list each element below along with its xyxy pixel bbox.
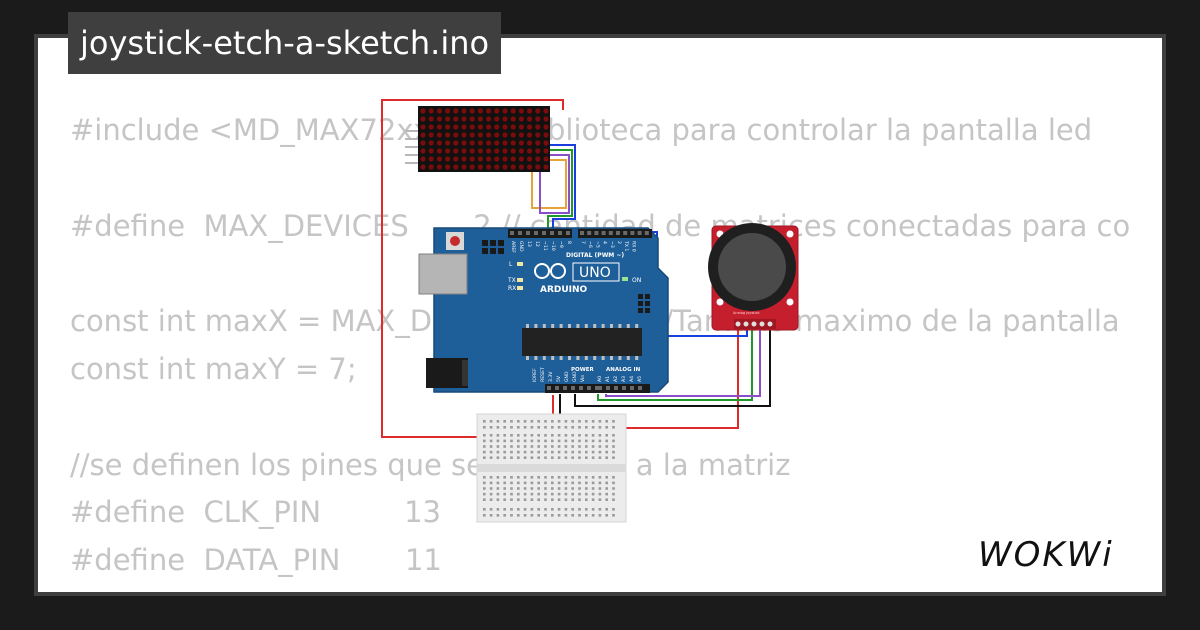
power-pin-label: GND (564, 371, 570, 382)
power-pin-label: IOREF (532, 368, 538, 382)
code-line: const int maxY = 7; (70, 351, 357, 386)
power-pin-label: 5V (556, 375, 562, 382)
wire-green-joystick (597, 328, 753, 401)
led-l-label: L (509, 261, 513, 268)
analog-pin-label: A5 (637, 376, 643, 382)
analog-pin-label: A1 (605, 376, 611, 382)
top-pin-label: ~11 (542, 241, 548, 251)
top-pin-label: 4 (602, 241, 608, 244)
tx-label: TX (507, 277, 516, 284)
project-title[interactable]: joystick-etch-a-sketch.ino (68, 12, 502, 74)
power-label: POWER (571, 367, 595, 373)
arduino-uno[interactable]: ARDUINO UNO DIGITAL (PWM ~) POWER ANALOG… (418, 227, 669, 393)
arduino-brand: ARDUINO (540, 285, 588, 295)
top-pin-label: 2 (616, 241, 622, 244)
top-pin-label: 13 (526, 241, 532, 247)
analog-pin-label: A0 (597, 376, 603, 382)
wokwi-logo: WOKWi (978, 535, 1114, 575)
top-pin-label: 12 (534, 241, 540, 247)
wire-orange (531, 159, 567, 209)
analog-pin-label: A2 (613, 376, 619, 382)
joystick-label: Analog Joystick (733, 311, 761, 315)
code-line: #define CS_PIN 10 (70, 585, 1130, 592)
arduino-model: UNO (579, 265, 611, 281)
breadboard[interactable] (476, 413, 627, 523)
power-pin-label: 3.3V (548, 371, 554, 382)
wire-black-joystick (574, 328, 771, 407)
code-line: #define DATA_PIN 11 (70, 543, 442, 578)
top-pin-label: ~3 (609, 241, 615, 248)
analog-label: ANALOG IN (606, 367, 641, 373)
top-pin-label: ~5 (594, 241, 600, 248)
top-pin-label: ~6 (587, 241, 593, 248)
top-pin-label: 8 (566, 241, 572, 244)
top-pin-label: RX 0 (630, 241, 636, 252)
power-pin-label: RESET (540, 367, 546, 382)
wire-purple (539, 154, 570, 214)
top-pin-label: TX 1 (623, 240, 629, 251)
power-pin-label: GND (572, 371, 578, 382)
digital-label: DIGITAL (PWM ~) (566, 252, 624, 259)
wokwi-logo-text: WOKWi (978, 535, 1114, 575)
on-label: ON (632, 277, 641, 284)
wire-purple-joystick (605, 328, 761, 397)
top-pin-label: AREF (510, 241, 516, 253)
led-matrix[interactable] (405, 106, 550, 172)
code-line: #define CLK_PIN 13 (70, 495, 441, 530)
top-pin-label: ~9 (558, 241, 564, 248)
power-pin-label: Vin (580, 375, 586, 382)
arduino-logo (534, 263, 566, 279)
top-pin-label: 7 (580, 241, 586, 244)
wire-blue-matrix (550, 144, 576, 230)
rx-label: RX (508, 285, 516, 292)
top-pin-label: ~10 (550, 241, 556, 251)
analog-pin-label: A4 (629, 376, 635, 382)
analog-pin-label: A3 (621, 376, 627, 382)
wire-green-matrix (547, 149, 573, 230)
analog-joystick[interactable]: Analog Joystick (708, 223, 799, 331)
top-pin-label: GND (518, 241, 524, 252)
